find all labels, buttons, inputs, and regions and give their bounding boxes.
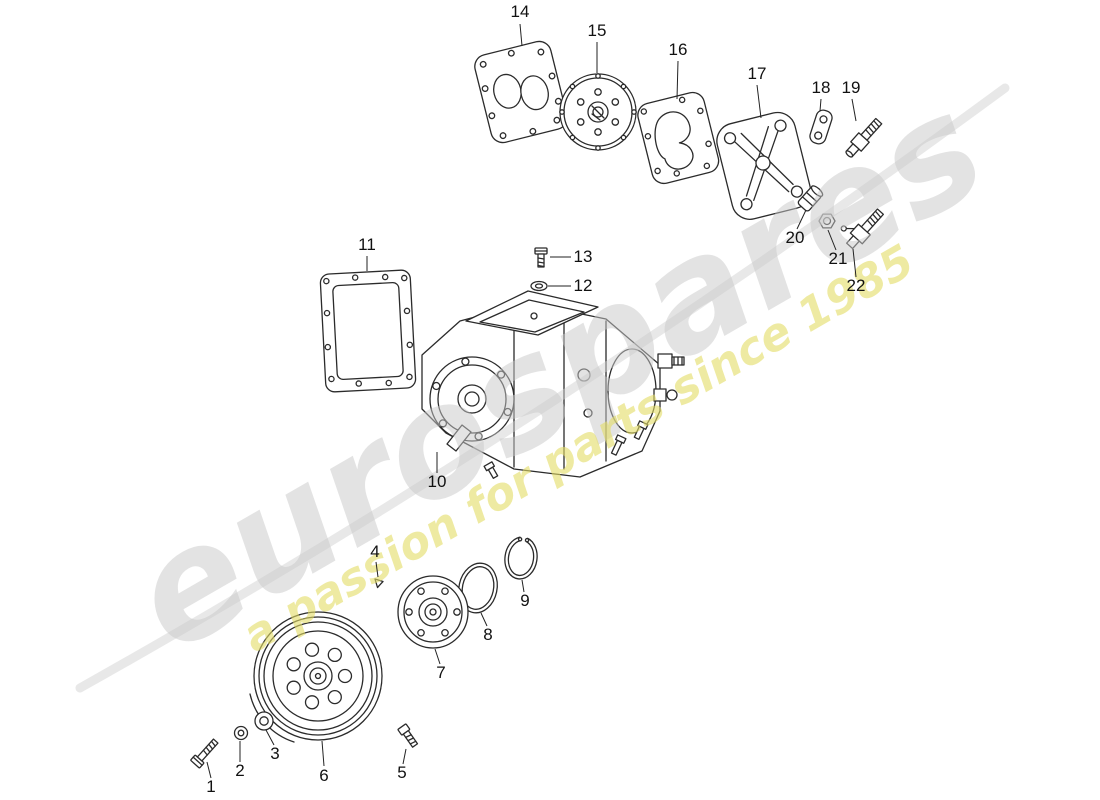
part-4-key	[374, 578, 384, 589]
part-label-10: 10	[428, 472, 447, 491]
leader-line-22	[852, 248, 857, 278]
part-label-6: 6	[319, 766, 328, 785]
part-1-bolt	[190, 738, 219, 769]
leader-line-5	[402, 748, 407, 765]
leader-line-4	[375, 561, 379, 578]
part-label-1: 1	[206, 777, 215, 796]
leader-line-8	[480, 612, 488, 627]
part-8-seal-ring	[458, 562, 498, 614]
part-13-bolt	[534, 247, 548, 268]
part-label-14: 14	[511, 2, 530, 21]
part-label-19: 19	[842, 78, 861, 97]
part-label-11: 11	[358, 235, 376, 254]
part-5-bolt	[397, 723, 419, 748]
part-label-21: 21	[829, 249, 848, 268]
part-label-15: 15	[588, 21, 607, 40]
part-labels: 1 2 3 4 5 6 7 8 9 10 11 12 13 14 15 16 1…	[206, 2, 865, 796]
part-9-retaining-ring	[504, 535, 538, 580]
leader-line-9	[521, 579, 525, 593]
watermark-swoosh	[75, 83, 1010, 693]
part-11-gasket	[319, 269, 417, 393]
part-label-3: 3	[270, 744, 279, 763]
part-label-2: 2	[235, 761, 244, 780]
shaft-flange	[429, 356, 515, 452]
part-19-fitting	[845, 117, 883, 158]
leader-line-16	[676, 60, 679, 100]
part-label-8: 8	[483, 625, 492, 644]
part-label-17: 17	[748, 64, 767, 83]
part-16-head-gasket	[637, 91, 720, 185]
part-label-22: 22	[847, 276, 866, 295]
part-3-washer	[254, 711, 274, 731]
part-22-valve-fitting	[840, 208, 885, 250]
leader-line-17	[756, 84, 762, 119]
part-label-20: 20	[786, 228, 805, 247]
leader-line-14	[519, 23, 523, 47]
part-18-gasket	[809, 109, 833, 145]
part-17-cylinder-head-cover	[716, 111, 812, 220]
leader-line-6	[321, 740, 325, 767]
leader-line-3	[265, 729, 275, 746]
watermark: eurospares a passion for parts since 198…	[75, 61, 1012, 693]
part-label-4: 4	[370, 542, 379, 561]
part-label-16: 16	[669, 40, 688, 59]
part-label-13: 13	[574, 247, 593, 266]
part-label-9: 9	[520, 591, 529, 610]
part-7-clutch-hub	[397, 575, 469, 649]
part-10-compressor-body	[421, 290, 685, 479]
part-label-18: 18	[812, 78, 831, 97]
leader-lines	[206, 23, 857, 779]
leader-line-1	[206, 761, 212, 779]
parts-layer	[190, 40, 885, 769]
leader-line-21	[827, 229, 837, 251]
leader-line-7	[434, 648, 441, 665]
leader-line-18	[819, 98, 822, 112]
part-20-plug	[797, 185, 824, 212]
part-14-cylinder-gasket	[474, 40, 568, 144]
leader-line-20	[796, 209, 807, 230]
watermark-brand: eurospares	[104, 61, 1012, 686]
part-12-washer	[530, 280, 548, 292]
part-2-washer	[233, 725, 249, 741]
part-label-12: 12	[574, 276, 593, 295]
part-6-pulley	[249, 611, 383, 743]
part-15-valve-plate	[559, 73, 637, 151]
part-label-5: 5	[397, 763, 406, 782]
leader-line-19	[851, 98, 857, 122]
part-label-7: 7	[436, 663, 445, 682]
